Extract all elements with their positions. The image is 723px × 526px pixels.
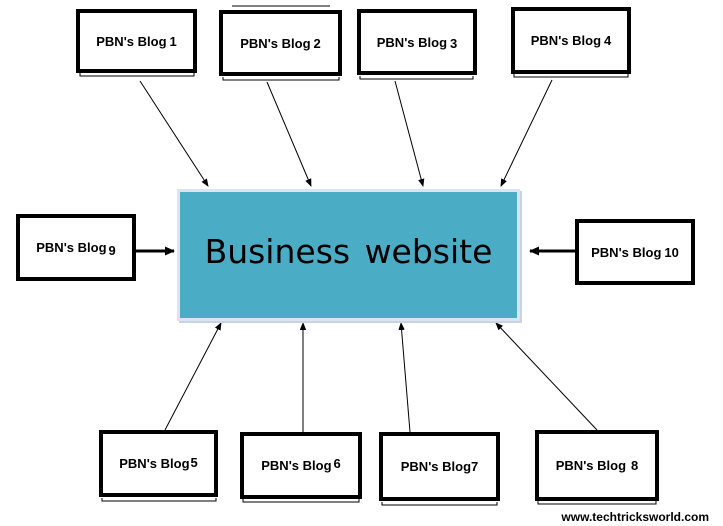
- arrow-blog-5: [164, 322, 222, 431]
- pbn-blog-3-label: PBN's Blog: [376, 34, 448, 50]
- arrow-blog-7: [398, 322, 411, 433]
- pbn-blog-6-number: 6: [333, 456, 341, 471]
- pbn-blog-8-box: PBN's Blog 8: [535, 430, 659, 501]
- pbn-blog-7-number: 7: [471, 459, 479, 474]
- pbn-blog-7-label: PBN's Blog: [400, 459, 472, 474]
- pbn-blog-10-label: PBN's Blog: [591, 244, 662, 260]
- bracket-blog-2: [222, 77, 340, 81]
- pbn-blog-6-label: PBN's Blog: [261, 458, 332, 473]
- bracket-blog-4: [513, 74, 629, 78]
- pbn-blog-5-number: 5: [190, 455, 198, 470]
- pbn-blog-1-number: 1: [169, 33, 177, 49]
- bracket-blog-3: [359, 76, 474, 80]
- pbn-blog-4-label: PBN's Blog: [530, 33, 602, 48]
- arrow-blog-2: [266, 81, 312, 187]
- pbn-blog-5-label: PBN's Blog: [119, 456, 190, 471]
- bracket-blog-6: [242, 499, 360, 503]
- pbn-blog-8-number: 8: [631, 458, 639, 473]
- pbn-blog-2-label: PBN's Blog: [240, 35, 311, 51]
- arrow-blog-1: [139, 80, 209, 187]
- pbn-blog-9-number: 9: [108, 243, 116, 258]
- arrow-blog-3: [394, 80, 425, 187]
- source-watermark: www.techtricksworld.com: [561, 510, 709, 524]
- bracket-blog-1: [79, 73, 195, 77]
- arrow-blog-4: [500, 79, 553, 187]
- pbn-blog-1-label: PBN's Blog: [96, 33, 167, 49]
- box-shadow-brackets: [79, 5, 657, 506]
- bracket-blog-5: [101, 498, 217, 502]
- link-arrows: [139, 79, 598, 433]
- pbn-blog-3-number: 3: [450, 35, 458, 51]
- business-website-box: Business website: [177, 189, 520, 321]
- pbn-blog-9-label: PBN's Blog: [36, 240, 107, 255]
- pbn-blog-4-number: 4: [604, 33, 612, 48]
- pbn-blog-8-label: PBN's Blog: [555, 458, 627, 473]
- pbn-blog-10-number: 10: [664, 244, 679, 260]
- bracket-blog-8: [537, 501, 657, 505]
- arrow-blog-8: [495, 322, 598, 431]
- pbn-blog-2-number: 2: [313, 35, 321, 51]
- bracket-blog-7: [381, 502, 498, 506]
- business-website-label: Business website: [204, 231, 493, 271]
